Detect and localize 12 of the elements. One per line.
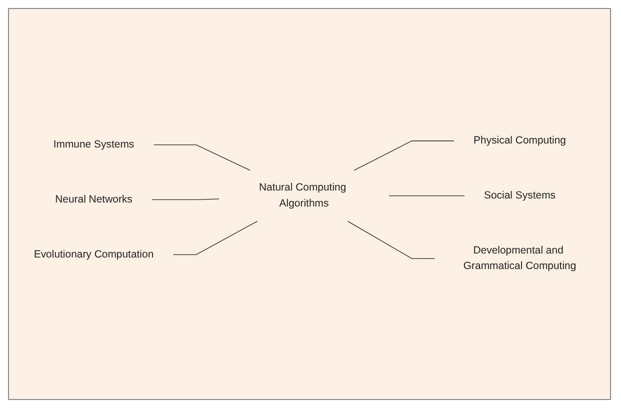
node-text: Immune Systems [53,139,134,150]
node-text: Physical Computing [474,135,566,146]
connector-line [172,221,258,256]
connector-line [152,198,220,200]
node-text: Natural Computing Algorithms [258,182,346,210]
connector-line [354,140,454,171]
node-text: Neural Networks [55,194,132,206]
connector-line [153,144,250,171]
node-text: Social Systems [484,190,556,202]
node-text: Evolutionary Computation [34,249,154,260]
node-text: Developmental and Grammatical Computing [463,245,576,272]
connector-line [348,221,436,260]
